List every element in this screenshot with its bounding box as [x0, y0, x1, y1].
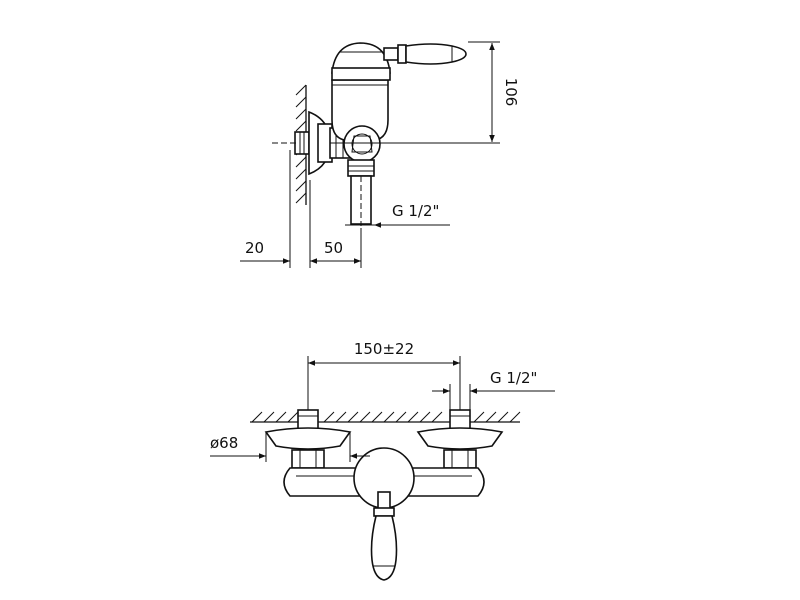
- front-left-inlet: [264, 409, 352, 469]
- side-lever-handle: [383, 43, 467, 65]
- outlet-thread-callout: G 1/2": [345, 202, 450, 228]
- side-flange: [308, 110, 333, 176]
- front-right-inlet: [416, 409, 504, 469]
- outlet-offset-label: 50: [324, 239, 343, 257]
- offset-dimensions: 20 50: [240, 150, 362, 268]
- center-distance-label: 150±22: [354, 340, 414, 358]
- front-view: 150±22 G 1/2" ø68: [210, 340, 555, 581]
- side-view: 106 G 1/2" 20 50: [240, 41, 520, 268]
- height-dimension-label: 106: [502, 78, 520, 107]
- flange-diameter-label: ø68: [210, 434, 238, 452]
- side-wall-stub: [272, 131, 310, 155]
- flange-diameter-dimension: ø68: [210, 432, 370, 462]
- wall-offset-label: 20: [245, 239, 264, 257]
- side-outlet-pipe: [347, 159, 375, 226]
- side-mixer-body: [331, 79, 389, 163]
- outlet-thread-label: G 1/2": [392, 202, 439, 220]
- inlet-thread-label: G 1/2": [490, 369, 537, 387]
- front-wall: [250, 411, 521, 423]
- height-dimension: 106: [330, 41, 520, 144]
- center-distance-dimension: 150±22: [307, 340, 461, 410]
- side-cartridge-cap: [331, 42, 391, 81]
- front-lever-handle: [370, 491, 398, 581]
- inlet-thread-callout: G 1/2": [432, 369, 555, 410]
